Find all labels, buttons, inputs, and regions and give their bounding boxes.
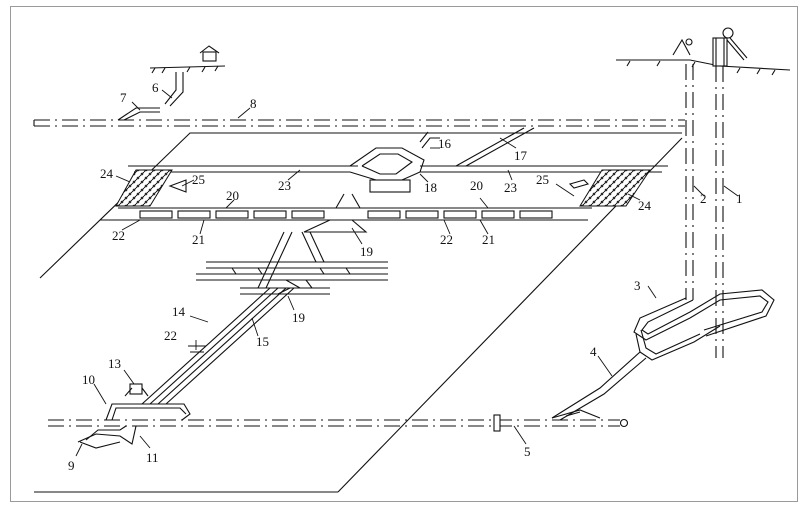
label-11: 11 — [146, 450, 159, 465]
label-21b: 21 — [482, 232, 495, 247]
label-4: 4 — [590, 344, 597, 359]
label-24a: 24 — [100, 166, 114, 181]
label-23b: 23 — [504, 180, 517, 195]
label-5: 5 — [524, 444, 531, 459]
label-7: 7 — [120, 90, 127, 105]
label-25b: 25 — [536, 172, 549, 187]
label-25a: 25 — [192, 172, 205, 187]
label-23a: 23 — [278, 178, 291, 193]
adit-portal — [117, 45, 226, 121]
label-22a: 22 — [112, 228, 125, 243]
label-16: 16 — [438, 136, 452, 151]
label-24b: 24 — [638, 198, 652, 213]
main-level-rooms — [100, 193, 592, 233]
label-13: 13 — [108, 356, 121, 371]
label-17: 17 — [514, 148, 528, 163]
leader-lines — [75, 89, 739, 457]
label-22c: 22 — [164, 328, 177, 343]
inclines — [141, 287, 295, 405]
label-20b: 20 — [470, 178, 483, 193]
building-icon — [202, 51, 217, 62]
label-19a: 19 — [360, 244, 373, 259]
label-8: 8 — [250, 96, 257, 111]
label-10: 10 — [82, 372, 95, 387]
label-14: 14 — [172, 304, 186, 319]
label-6: 6 — [152, 80, 159, 95]
diagram-frame — [10, 6, 798, 502]
label-3: 3 — [634, 278, 641, 293]
label-2: 2 — [700, 191, 707, 206]
lower-haulage-level-5 — [48, 409, 629, 432]
upper-haulage-level-8 — [33, 119, 685, 127]
label-9: 9 — [68, 458, 75, 473]
arrow-icon — [168, 179, 187, 193]
rock-fill-24 — [115, 169, 651, 207]
arrow-icon — [568, 179, 590, 189]
callout-labels: 1 2 3 4 5 6 7 8 9 10 11 13 14 15 16 17 1… — [68, 80, 743, 473]
sublevel-lower — [196, 231, 388, 295]
label-22b: 22 — [440, 232, 453, 247]
shaft-bottom-loop — [551, 289, 775, 421]
shafts — [616, 27, 791, 358]
label-1: 1 — [736, 191, 743, 206]
lower-station — [77, 383, 191, 449]
label-21a: 21 — [192, 232, 205, 247]
label-19b: 19 — [292, 310, 305, 325]
label-18: 18 — [424, 180, 437, 195]
label-20a: 20 — [226, 188, 239, 203]
label-15: 15 — [256, 334, 269, 349]
